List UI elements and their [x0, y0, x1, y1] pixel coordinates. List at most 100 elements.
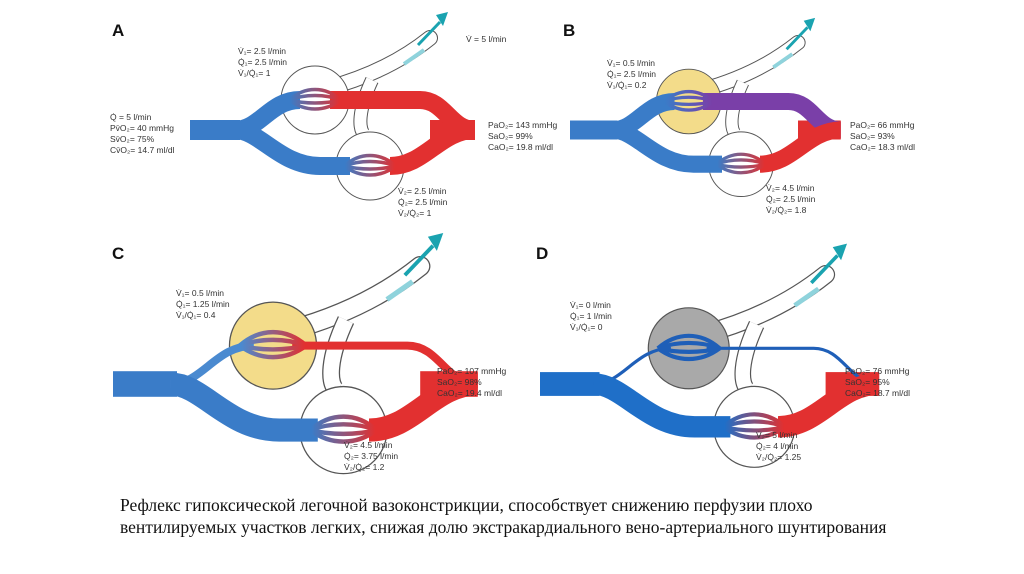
- airflow-out-arrow-icon: [810, 254, 839, 285]
- capillary-lower: [343, 159, 397, 168]
- arrowhead-icon: [436, 12, 448, 26]
- label-line: CaO₂= 19.4 ml/dl: [437, 388, 502, 398]
- capillary-upper: [663, 100, 715, 112]
- slide-caption: Рефлекс гипоксической легочной вазоконст…: [120, 495, 887, 537]
- lower-vessel-out: [759, 121, 842, 173]
- capillary-upper: [663, 95, 715, 104]
- lower-vessel-in: [611, 121, 723, 173]
- label-line: V̇₂/Q̇₂= 1: [398, 208, 432, 218]
- lower-vessel-out: [389, 121, 476, 175]
- capillary-lower: [721, 412, 787, 429]
- capillary-lower: [308, 428, 379, 444]
- label-line: V̇₁/Q̇₁= 1: [238, 68, 271, 78]
- panel-c-drawing: [113, 232, 479, 475]
- label-line: Sv̄O₂= 75%: [110, 134, 155, 144]
- capillary-lower: [308, 414, 379, 432]
- label-line: Q̇₂= 2.5 l/min: [398, 197, 448, 207]
- label-line: Q̇₂= 3.75 l/min: [344, 451, 399, 461]
- label-line: Q̇₁= 1.25 l/min: [176, 299, 230, 309]
- label-line: V̇₁/Q̇₁= 0: [570, 322, 603, 332]
- label-line: PaO₂= 143 mmHg: [488, 120, 558, 130]
- venous-inflow: [570, 120, 618, 140]
- capillary-lower: [309, 422, 378, 433]
- total-ventilation-label: V̇ = 5 l/min: [466, 34, 507, 44]
- lower-vessel-out: [777, 373, 880, 438]
- label-line: SaO₂= 99%: [488, 131, 533, 141]
- label-line: V̇₁= 0.5 l/min: [176, 288, 224, 298]
- label-line: CaO₂= 19.8 ml/dl: [488, 142, 553, 152]
- capillary-upper: [656, 333, 722, 350]
- airflow-in-arrow-icon: [402, 48, 426, 66]
- airflow-in-arrow-icon: [385, 279, 414, 302]
- label-line: Pv̄O₂= 40 mmHg: [110, 123, 174, 133]
- label-line: V̇₂= 4.5 l/min: [766, 183, 815, 193]
- capillary-lower: [722, 419, 786, 429]
- capillary-lower: [342, 164, 398, 177]
- bronchus: [735, 321, 764, 396]
- label-line: V̇₁/Q̇₁= 0.4: [176, 310, 216, 320]
- label-line: Q̇ = 5 l/min: [110, 112, 152, 122]
- panel-b-drawing: [570, 17, 842, 197]
- capillary-lower: [309, 427, 378, 437]
- airflow-in-arrow-icon: [793, 286, 820, 308]
- capillary-upper: [657, 340, 721, 351]
- venous-inflow: [540, 372, 600, 396]
- label-line: V̇₂/Q̇₂= 1.2: [344, 462, 385, 472]
- label-line: SaO₂= 95%: [845, 377, 890, 387]
- capillary-lower: [722, 425, 787, 440]
- panel-letter-b: B: [563, 21, 576, 40]
- label-line: V̇₂/Q̇₂= 1.8: [766, 205, 807, 215]
- label-line: V̇₁= 0 l/min: [570, 300, 611, 310]
- label-line: Q̇₁= 1 l/min: [570, 311, 612, 321]
- label-line: PaO₂= 107 mmHg: [437, 366, 507, 376]
- lower-vessel-in: [233, 121, 350, 175]
- venous-inflow: [190, 120, 240, 140]
- capillary-upper: [238, 337, 308, 348]
- label-line: V̇₂/Q̇₂= 1.25: [756, 452, 802, 462]
- label-line: Q̇₁= 2.5 l/min: [238, 57, 287, 67]
- label-line: Q̇₁= 2.5 l/min: [607, 69, 656, 79]
- lower-vessel-in: [592, 373, 731, 438]
- label-line: V̇₁= 0.5 l/min: [607, 58, 655, 68]
- panel-letter-c: C: [112, 244, 125, 263]
- label-line: CaO₂= 18.7 ml/dl: [845, 388, 910, 398]
- label-line: PaO₂= 76 mmHg: [845, 366, 910, 376]
- capillary-upper: [238, 343, 308, 360]
- capillary-upper: [288, 93, 342, 102]
- airflow-out-arrow-icon: [403, 244, 435, 277]
- airflow-in-arrow-icon: [772, 52, 794, 69]
- capillary-lower: [715, 158, 767, 166]
- arrowhead-icon: [427, 232, 444, 251]
- label-line: PaO₂= 66 mmHg: [850, 120, 915, 130]
- label-line: CaO₂= 18.3 ml/dl: [850, 142, 915, 152]
- lower-vessel-out: [368, 372, 479, 442]
- arrowhead-icon: [803, 17, 816, 32]
- label-line: V̇₁/Q̇₁= 0.2: [607, 80, 647, 90]
- panel-d-drawing: [540, 243, 880, 468]
- capillary-lower: [715, 162, 767, 175]
- capillary-upper: [238, 330, 308, 348]
- capillary-upper: [287, 98, 343, 111]
- label-line: V̇₂= 5 l/min: [756, 430, 798, 440]
- label-line: V̇₂= 2.5 l/min: [398, 186, 447, 196]
- panel-a-drawing: [190, 12, 477, 201]
- capillary-upper: [656, 346, 721, 361]
- lower-vessel-in: [169, 372, 318, 442]
- label-line: Q̇₂= 2.5 l/min: [766, 194, 816, 204]
- label-line: Q̇₂= 4 l/min: [756, 441, 799, 451]
- label-line: Cv̄O₂= 14.7 ml/dl: [110, 145, 175, 155]
- airflow-out-arrow-icon: [416, 20, 442, 47]
- bronchus: [323, 316, 353, 397]
